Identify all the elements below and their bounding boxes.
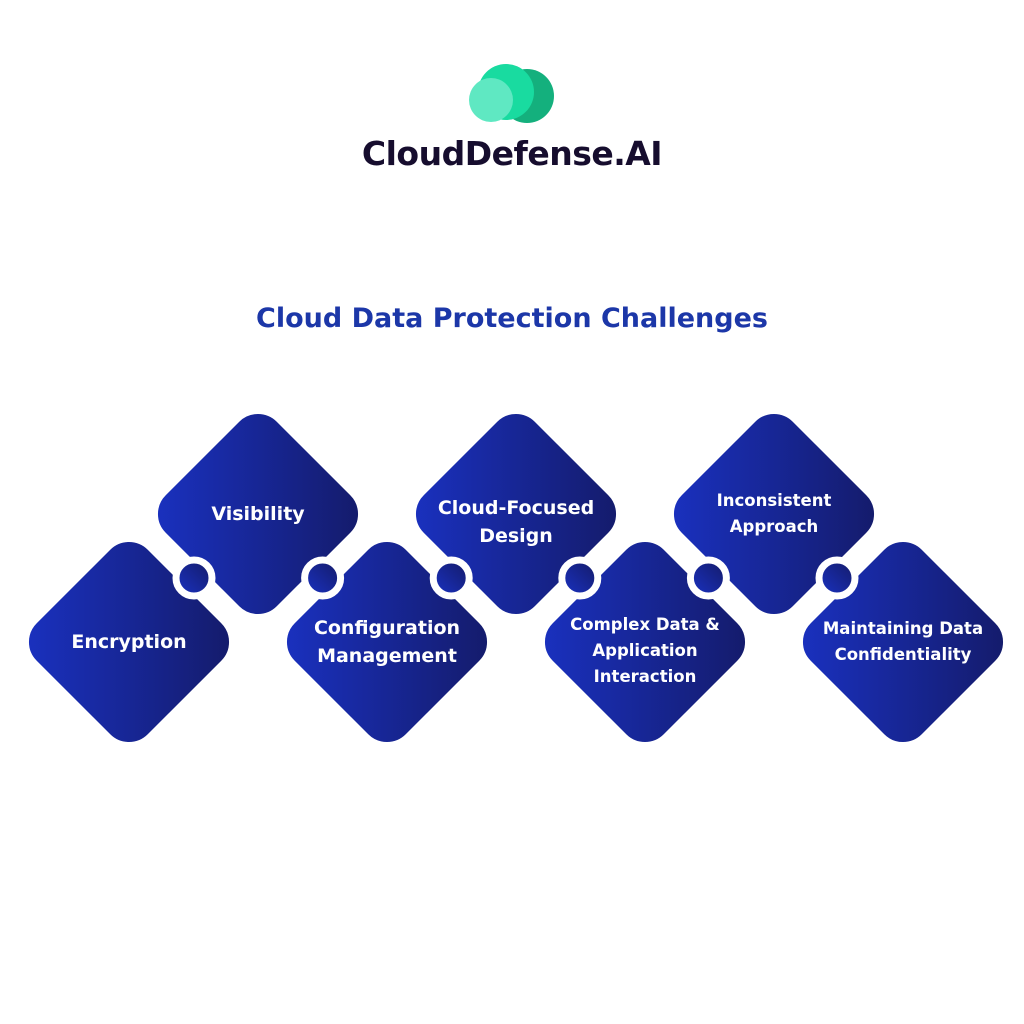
connector-ring-icon bbox=[686, 556, 730, 600]
challenge-maintaining-confidentiality: Maintaining Data Confidentiality bbox=[822, 619, 984, 664]
challenge-cloud-focused-design: Cloud-Focused Design bbox=[437, 497, 595, 547]
page-title: Cloud Data Protection Challenges bbox=[256, 303, 768, 334]
cloud-logo-icon bbox=[469, 64, 554, 123]
challenge-inconsistent-approach: Inconsistent Approach bbox=[716, 491, 832, 536]
connector-ring-icon bbox=[815, 556, 859, 600]
connector-ring-icon bbox=[301, 556, 345, 600]
challenge-visibility: Visibility bbox=[211, 503, 305, 525]
challenge-configuration-management: Configuration Management bbox=[313, 617, 461, 667]
challenge-complex-data: Complex Data & Application Interaction bbox=[570, 615, 720, 686]
challenge-encryption: Encryption bbox=[71, 631, 187, 653]
connector-ring-icon bbox=[172, 556, 216, 600]
brand-name: CloudDefense.AI bbox=[361, 134, 663, 173]
connector-ring-icon bbox=[429, 556, 473, 600]
connector-ring-icon bbox=[558, 556, 602, 600]
